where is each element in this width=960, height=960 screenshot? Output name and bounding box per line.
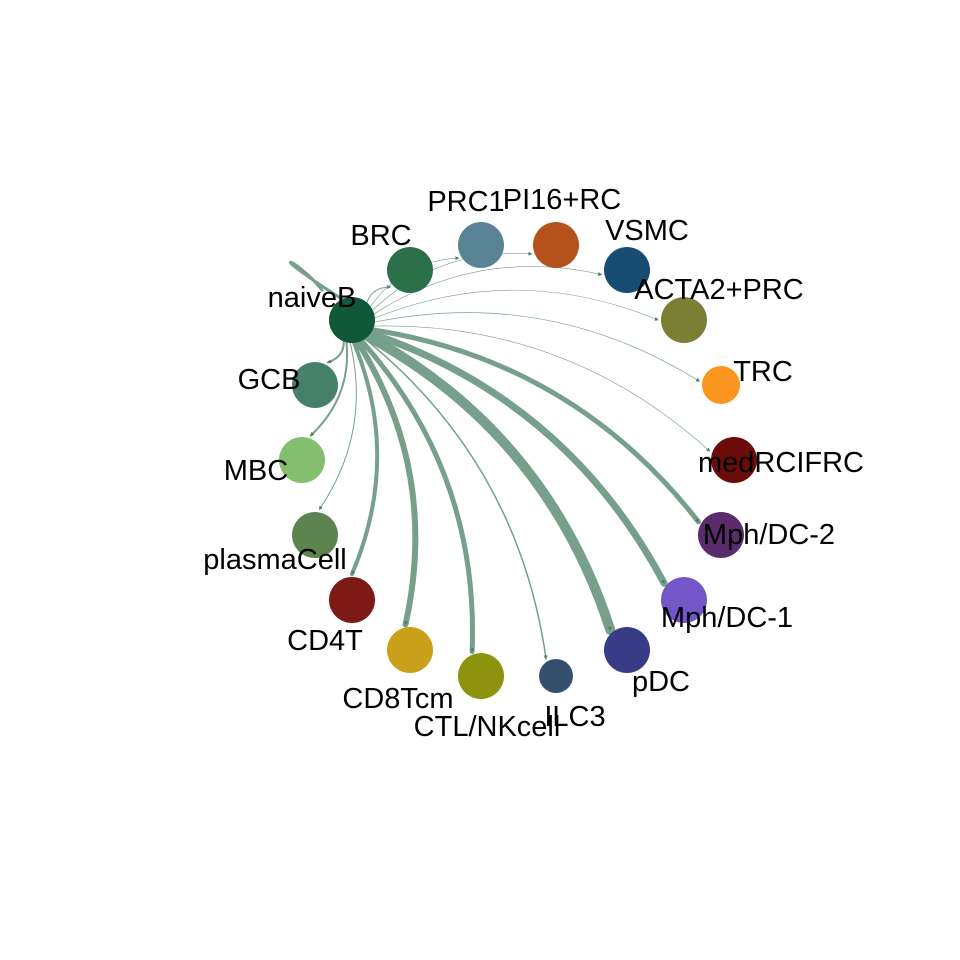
node-label-cd8tcm: CD8Tcm: [342, 683, 453, 715]
node-label-ctl-nkcell: CTL/NKcell: [414, 711, 561, 743]
node-ctl-nkcell: [458, 653, 504, 699]
edge-naiveb-to-cd8tcm: [352, 334, 419, 628]
edge-naiveb-to-naiveb: [289, 260, 344, 301]
node-pi16-rc: [533, 222, 579, 268]
node-ilc3: [539, 659, 573, 693]
node-label-naiveb: naiveB: [268, 282, 357, 314]
edges: [289, 251, 711, 660]
edge-naiveb-to-ilc3: [360, 334, 548, 660]
node-cd4t: [329, 577, 375, 623]
node-brc: [387, 247, 433, 293]
edge-naiveb-to-mph-dc-1: [362, 328, 668, 587]
node-label-plasmacell: plasmaCell: [203, 544, 346, 576]
node-label-brc: BRC: [350, 220, 411, 252]
node-label-ilc3: ILC3: [544, 701, 605, 733]
edge-naiveb-to-vsmc: [369, 266, 603, 318]
node-prc1: [458, 222, 504, 268]
node-label-trc: TRC: [733, 356, 793, 388]
edge-naiveb-to-pi16-rc: [368, 251, 533, 315]
node-label-mbc: MBC: [224, 455, 288, 487]
edge-naiveb-to-plasmacell: [318, 337, 357, 511]
edge-naiveb-to-mph-dc-2: [365, 326, 702, 525]
edge-naiveb-to-pdc: [358, 328, 616, 636]
node-label-acta2-prc: ACTA2+PRC: [634, 274, 803, 306]
node-label-gcb: GCB: [238, 364, 301, 396]
nodes: [279, 222, 757, 699]
node-label-medrcifrc: medRCIFRC: [698, 447, 864, 479]
node-vsmc: [604, 247, 650, 293]
edge-naiveb-to-trc: [369, 312, 701, 382]
node-cd8tcm: [387, 627, 433, 673]
node-acta2-prc: [661, 297, 707, 343]
node-label-mph-dc-1: Mph/DC-1: [661, 602, 793, 634]
node-trc: [702, 366, 740, 404]
node-label-prc1: PRC1: [427, 186, 504, 218]
edge-naiveb-to-mbc: [309, 335, 349, 437]
node-label-pdc: pDC: [632, 666, 690, 698]
node-mph-dc-2: [698, 512, 744, 558]
node-label-vsmc: VSMC: [605, 215, 689, 247]
node-label-pi16-rc: PI16+RC: [503, 184, 621, 216]
node-naiveb: [329, 297, 375, 343]
edge-naiveb-to-medrcifrc: [368, 325, 711, 452]
edge-naiveb-to-ctl-nkcell: [355, 334, 476, 655]
node-medrcifrc: [711, 437, 757, 483]
node-mbc: [279, 437, 325, 483]
node-gcb: [292, 362, 338, 408]
node-label-mph-dc-2: Mph/DC-2: [703, 519, 835, 551]
node-mph-dc-1: [661, 577, 707, 623]
edge-naiveb-to-cd4t: [350, 336, 380, 576]
node-label-cd4t: CD4T: [287, 625, 363, 657]
edge-naiveb-to-acta2-prc: [369, 289, 659, 321]
node-pdc: [604, 627, 650, 673]
node-plasmacell: [292, 512, 338, 558]
